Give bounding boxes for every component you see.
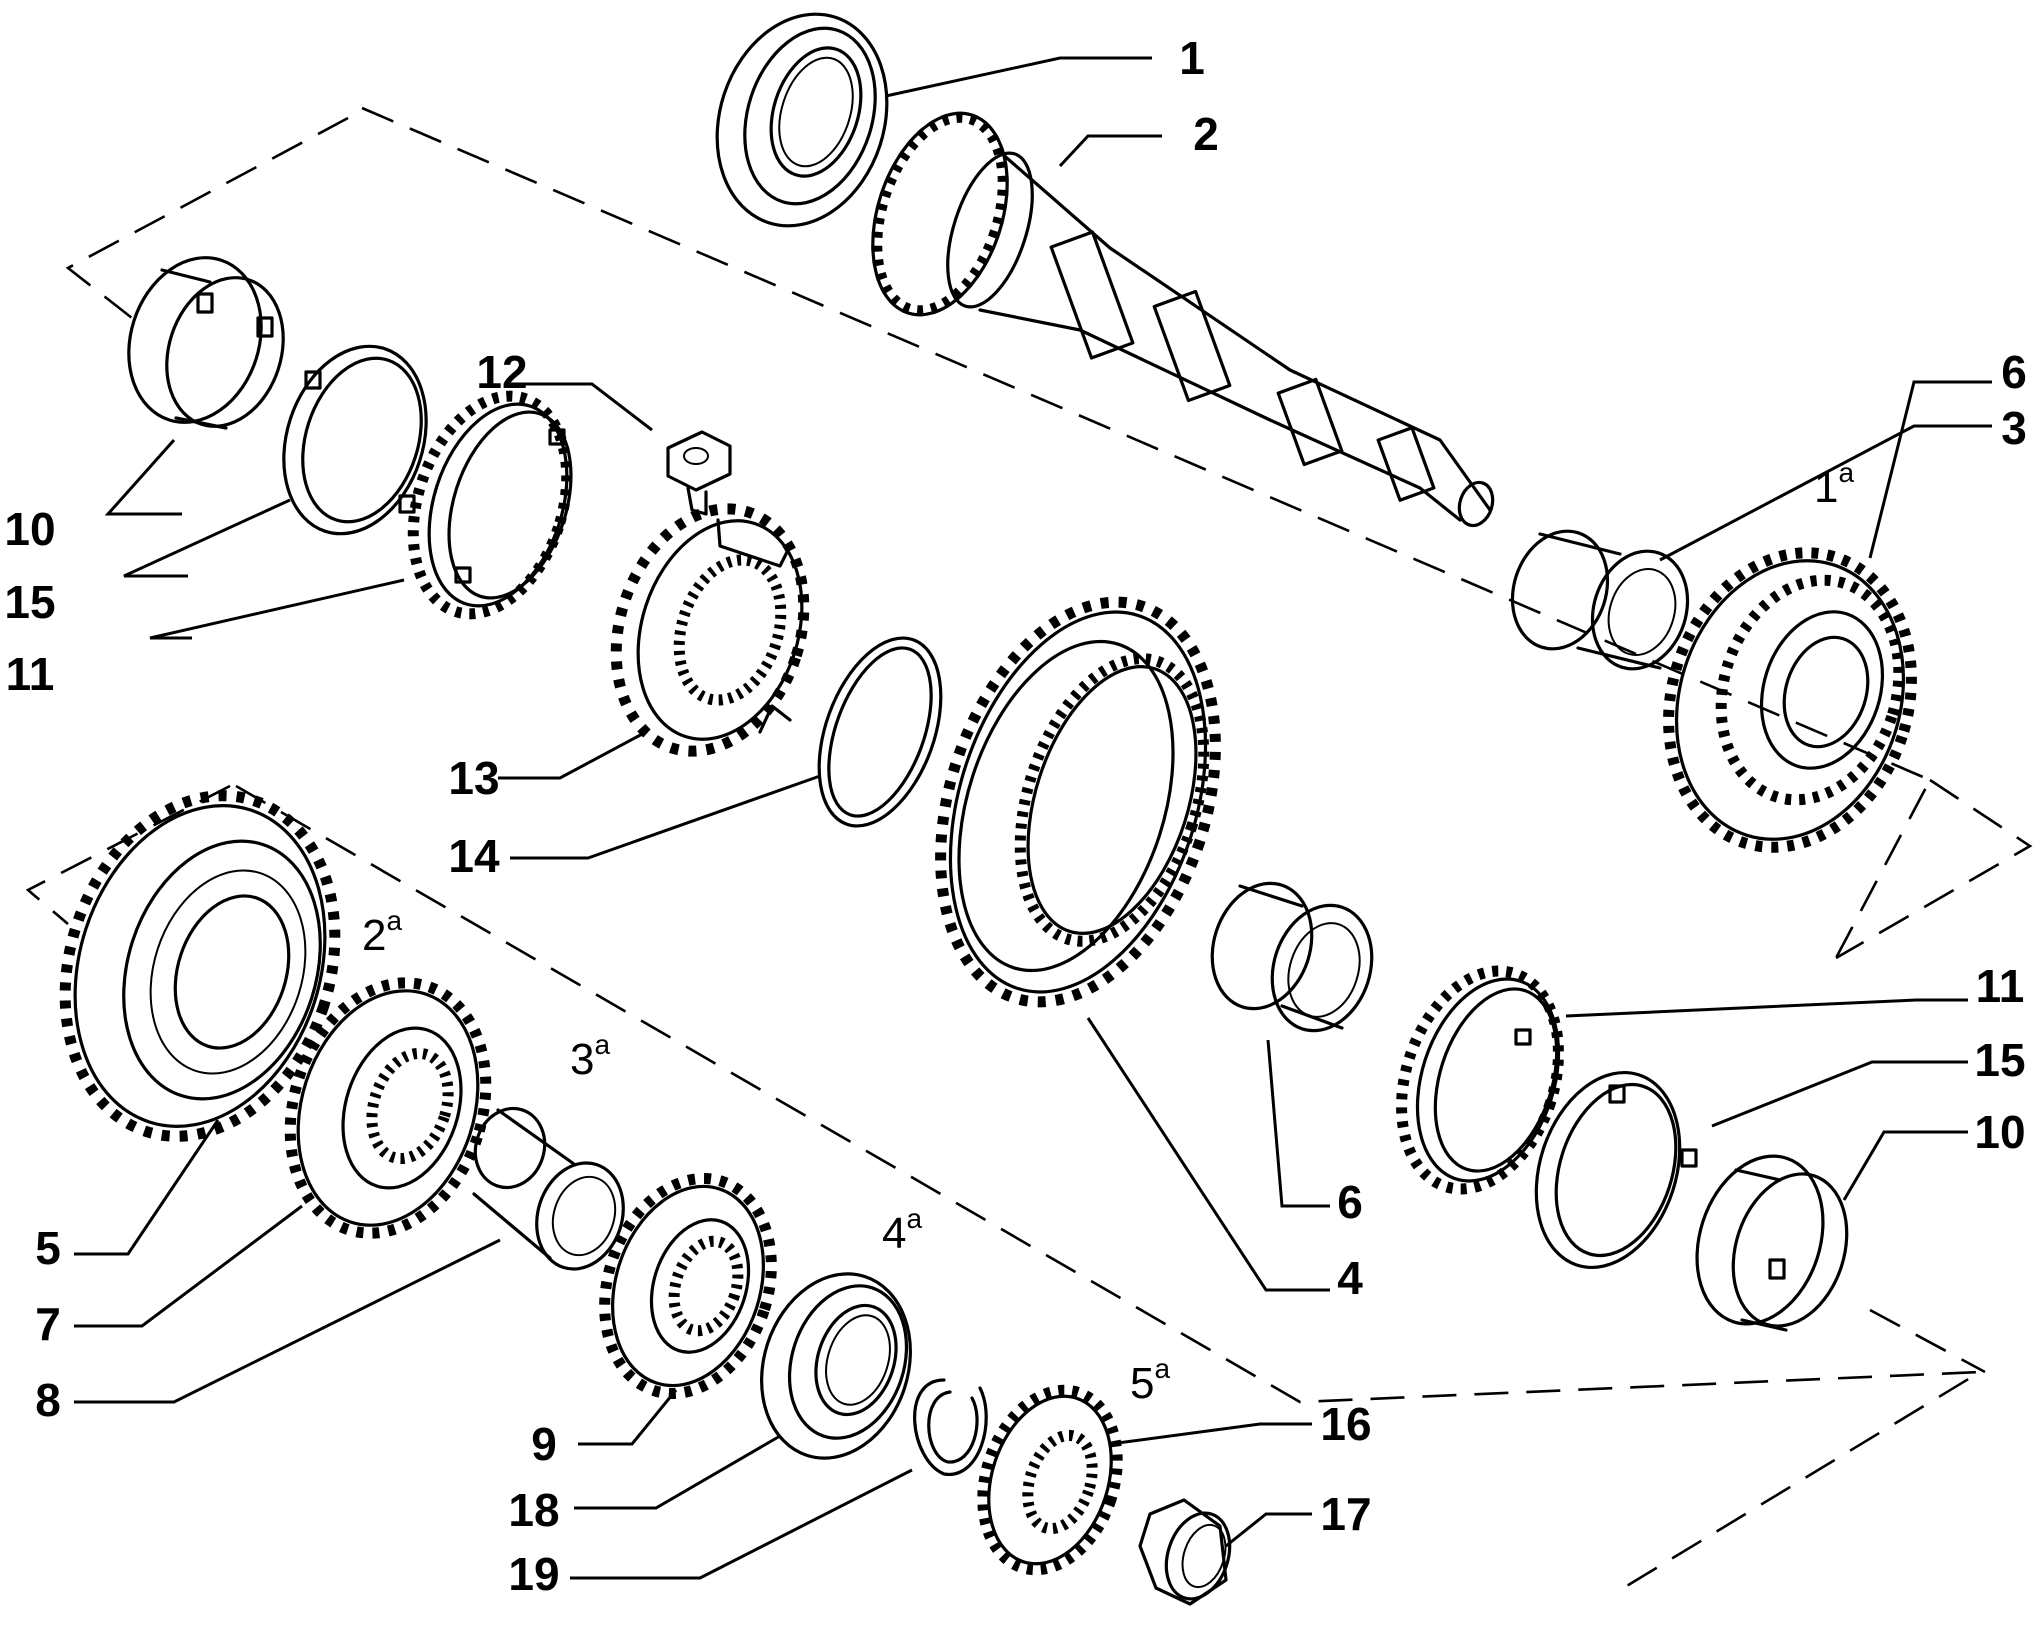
part-11-synchro-gear-lower [1396, 965, 1564, 1195]
callout-1: 1 [1179, 32, 1205, 84]
callout-7: 7 [35, 1298, 61, 1350]
part-9-fourth-gear [599, 1173, 777, 1399]
part-14-snap-ring [817, 636, 943, 828]
part-15-ring-upper [282, 344, 428, 536]
callout-14: 14 [448, 830, 500, 882]
part-16-fifth-gear [977, 1384, 1123, 1576]
callout-12: 12 [476, 346, 527, 398]
part-6-needle-bearing-lower [1210, 881, 1374, 1033]
group-outline-upper-right [361, 106, 1932, 959]
part-19-circlip [913, 1378, 988, 1476]
part-8-spacer-bushing [472, 1106, 625, 1271]
callout-17: 17 [1320, 1488, 1371, 1540]
callout-13: 13 [448, 752, 499, 804]
group-outline-upper [65, 116, 349, 320]
part-12-key [666, 430, 732, 516]
callout-9: 9 [531, 1418, 557, 1470]
part-10-synchro-ring-lower [1695, 1154, 1849, 1332]
part-4-sliding-sleeve [935, 596, 1221, 1008]
part-11-synchro-gear-upper [407, 390, 573, 620]
gear-labels: 1a 2a 3a 4a 5a [362, 457, 1854, 1408]
callout-19: 19 [508, 1548, 559, 1600]
part-7-third-gear [284, 977, 492, 1239]
callout-2: 2 [1193, 108, 1219, 160]
gear-label-1: 1a [1814, 457, 1854, 512]
part-15-ring-lower [1534, 1071, 1698, 1269]
part-1-bearing [715, 12, 889, 228]
group-outlines [25, 106, 2033, 1592]
callout-5: 5 [35, 1222, 61, 1274]
callout-4: 4 [1337, 1252, 1363, 1304]
callout-6-lower: 6 [1337, 1176, 1363, 1228]
part-3-first-gear [1663, 547, 1917, 853]
part-18-bearing [760, 1272, 912, 1460]
callout-3: 3 [2001, 402, 2027, 454]
callout-6-upper: 6 [2001, 346, 2027, 398]
part-5-second-gear [59, 790, 341, 1142]
callout-11-upper: 11 [6, 648, 55, 700]
callout-8: 8 [35, 1374, 61, 1426]
callout-15-upper: 15 [4, 576, 55, 628]
gear-label-2: 2a [362, 905, 402, 960]
group-outline-upper-right-2 [1835, 778, 2033, 960]
callout-16: 16 [1320, 1398, 1371, 1450]
group-outline-lower-right [235, 784, 1981, 1592]
callout-10-lower: 10 [1974, 1106, 2025, 1158]
callout-15-lower: 15 [1974, 1034, 2025, 1086]
part-13-synchro-hub [610, 503, 810, 757]
callout-11-lower: 11 [1976, 960, 2025, 1012]
callout-labels: 1 2 3 4 5 6 6 7 8 9 10 10 11 11 12 13 14… [4, 32, 2026, 1600]
group-outline-lower [25, 784, 231, 925]
gear-label-3: 3a [570, 1029, 610, 1084]
leader-lines [74, 56, 1992, 1580]
part-10-synchro-ring-upper [127, 256, 285, 430]
group-outline-lower-right-2 [1869, 1308, 1986, 1374]
part-2-shaft [871, 111, 1495, 528]
callout-10-upper: 10 [4, 503, 55, 555]
gear-label-5: 5a [1130, 1353, 1170, 1408]
gear-label-4: 4a [882, 1203, 922, 1258]
callout-18: 18 [508, 1484, 559, 1536]
part-17-nut [1138, 1498, 1232, 1606]
part-6-needle-bearing-upper [1510, 529, 1690, 671]
